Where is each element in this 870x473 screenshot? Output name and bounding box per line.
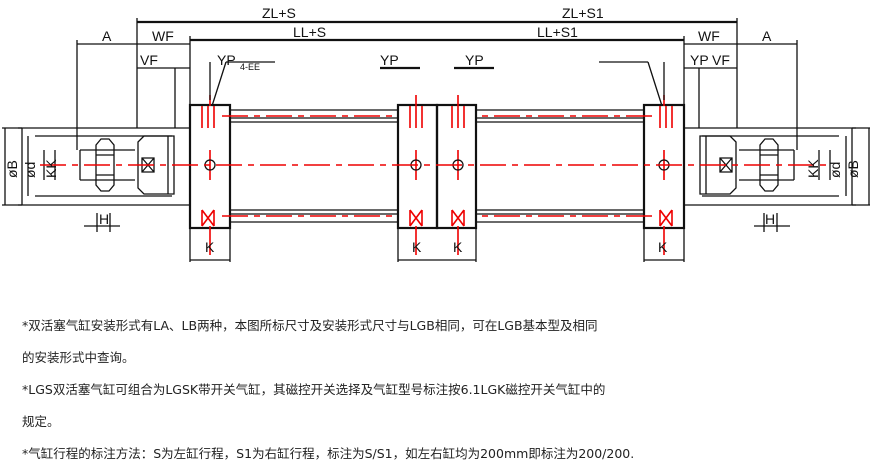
label-h-right: H (765, 211, 775, 227)
label-wf-left: WF (152, 28, 174, 44)
label-a-left: A (102, 28, 112, 44)
note-line: *气缸行程的标注方法：S为左缸行程，S1为右缸行程，标注为S/S1，如左右缸均为… (22, 446, 635, 461)
label-kk-right: KK (805, 159, 821, 178)
label-yp-mid1: YP (380, 52, 399, 68)
label-kk-left: KK (43, 159, 59, 178)
label-zl-s: ZL+S (262, 5, 296, 21)
label-ll-s1: LL+S1 (537, 24, 578, 40)
notes: *双活塞气缸安装形式有LA、LB两种，本图所标尺寸及安装形式尺寸与LGB相同，可… (22, 310, 634, 470)
label-ob-left: øB (4, 160, 20, 178)
label-k4: K (658, 239, 668, 255)
label-yp-mid2: YP (465, 52, 484, 68)
note-line: *双活塞气缸安装形式有LA、LB两种，本图所标尺寸及安装形式尺寸与LGB相同，可… (22, 318, 598, 333)
label-4-ee: 4-EE (240, 62, 260, 72)
label-ll-s: LL+S (293, 24, 326, 40)
label-yp-left: YP (217, 52, 236, 68)
label-od-right: ød (827, 162, 843, 178)
dimension-labels: ZL+S ZL+S1 LL+S LL+S1 A A WF WF VF VF YP… (4, 5, 861, 255)
label-od-left: ød (22, 162, 38, 178)
note-line: 的安装形式中查询。 (22, 350, 135, 365)
label-vf-left: VF (140, 52, 158, 68)
label-zl-s1: ZL+S1 (562, 5, 604, 21)
note-line: *LGS双活塞气缸可组合为LGSK带开关气缸，其磁控开关选择及气缸型号标注按6.… (22, 382, 606, 397)
label-a-right: A (762, 28, 772, 44)
label-wf-right: WF (698, 28, 720, 44)
label-k2: K (412, 239, 422, 255)
label-ob-right: øB (845, 160, 861, 178)
label-yp-right: YP (690, 52, 709, 68)
label-k1: K (205, 239, 215, 255)
label-vf-right: VF (712, 52, 730, 68)
label-h-left: H (99, 211, 109, 227)
note-line: 规定。 (22, 414, 60, 429)
cylinder-drawing: ZL+S ZL+S1 LL+S LL+S1 A A WF WF VF VF YP… (0, 5, 870, 264)
label-k3: K (453, 239, 463, 255)
